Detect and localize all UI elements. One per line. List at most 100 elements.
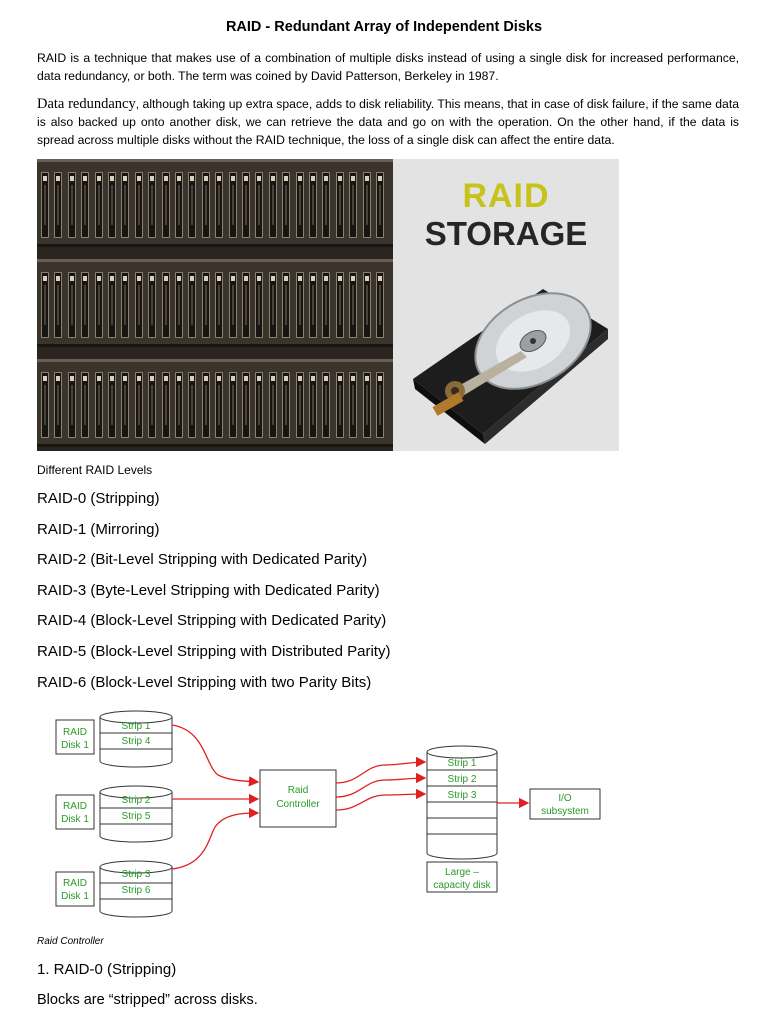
disk-cylinder-2: Strip 2 Strip 5	[99, 785, 173, 843]
raid-controller-diagram: RAID Disk 1 Strip 1 Strip 4 RAID Disk 1 …	[55, 710, 601, 918]
drive-bay	[94, 272, 103, 338]
drive-bay	[94, 372, 103, 438]
drive-bay	[67, 272, 76, 338]
drive-bay	[322, 272, 331, 338]
raid-level-item: RAID-2 (Bit-Level Stripping with Dedicat…	[37, 551, 368, 569]
drive-bay	[349, 272, 358, 338]
drive-bay	[362, 372, 371, 438]
output-arrows	[335, 756, 427, 811]
drive-bay	[161, 272, 170, 338]
drive-bay	[81, 172, 90, 238]
raid-storage-banner-image: RAID STORAGE	[37, 159, 619, 451]
drive-bay	[81, 272, 90, 338]
drive-bay	[41, 372, 49, 438]
drive-bay	[349, 172, 358, 238]
drive-bay	[376, 172, 384, 238]
strip-label: Strip 4	[122, 736, 151, 747]
disk-label: Disk 1	[61, 740, 89, 751]
drive-bay	[282, 272, 291, 338]
raid-controller-box: Raid Controller	[259, 769, 337, 828]
drive-bay	[134, 372, 143, 438]
io-subsystem-box: I/O subsystem	[529, 788, 601, 820]
drive-bay	[322, 172, 331, 238]
disk-label: RAID	[63, 801, 87, 812]
drive-bay	[335, 272, 344, 338]
large-disk-label: capacity disk	[433, 880, 491, 891]
intro-paragraph: RAID is a technique that makes use of a …	[37, 51, 739, 83]
drive-bay	[121, 372, 130, 438]
rack-shelf	[37, 159, 393, 247]
drive-bay	[362, 272, 371, 338]
raid-levels-list: RAID-0 (Stripping) RAID-1 (Mirroring) RA…	[37, 487, 390, 701]
drive-bay	[268, 272, 277, 338]
drive-bay	[175, 172, 183, 238]
drive-bay	[335, 172, 344, 238]
drive-bay	[215, 372, 224, 438]
page-title: RAID - Redundant Array of Independent Di…	[225, 19, 543, 35]
disk-cylinder-3: Strip 3 Strip 6	[99, 860, 173, 918]
drive-bay	[67, 172, 76, 238]
io-label: subsystem	[541, 806, 589, 817]
drive-bay	[108, 272, 116, 338]
raid-level-item: RAID-6 (Block-Level Stripping with two P…	[37, 673, 372, 691]
drive-bay	[201, 172, 210, 238]
drive-bay	[54, 172, 63, 238]
drive-bay	[335, 372, 344, 438]
redundancy-paragraph: Data redundancy, although taking up extr…	[37, 95, 739, 149]
section-text: Blocks are “stripped” across disks.	[37, 992, 258, 1008]
drive-bay	[228, 372, 237, 438]
banner-storage-word: STORAGE	[424, 215, 588, 252]
strip-label: Strip 3	[122, 869, 151, 880]
drive-bay	[148, 272, 157, 338]
banner-raid-word: RAID	[462, 177, 550, 215]
drive-bay	[255, 372, 264, 438]
drive-bay	[376, 372, 384, 438]
drive-bay	[268, 372, 277, 438]
raid-disk-2: RAID Disk 1	[55, 794, 95, 830]
strip-label: Strip 6	[122, 885, 151, 896]
redundancy-text: , although taking up extra space, adds t…	[37, 97, 739, 147]
drive-bay	[309, 372, 317, 438]
drive-bay	[94, 172, 103, 238]
drive-bay	[242, 272, 250, 338]
large-capacity-disk: Strip 1 Strip 2 Strip 3	[426, 745, 498, 860]
drive-bay	[54, 372, 63, 438]
drive-bay	[41, 172, 49, 238]
raid-storage-promo: RAID STORAGE	[393, 159, 619, 451]
drive-bay	[161, 372, 170, 438]
disk-cylinder-1: Strip 1 Strip 4	[99, 710, 173, 768]
disk-label: Disk 1	[61, 814, 89, 825]
drive-bay	[188, 372, 197, 438]
drive-bay	[201, 272, 210, 338]
drive-bay	[322, 372, 331, 438]
drive-bay	[121, 172, 130, 238]
drive-bay	[121, 272, 130, 338]
drive-bay	[295, 372, 304, 438]
hard-drive-icon	[413, 289, 608, 444]
disk-label: RAID	[63, 727, 87, 738]
drive-bay	[67, 372, 76, 438]
redundancy-lead: Data redundancy	[37, 96, 136, 112]
drive-bay	[295, 172, 304, 238]
drive-bay	[215, 272, 224, 338]
drive-bay	[242, 172, 250, 238]
drive-bay	[255, 272, 264, 338]
server-rack-picture	[37, 159, 393, 451]
strip-label: Strip 1	[448, 758, 477, 769]
drive-bay	[362, 172, 371, 238]
drive-bay	[108, 372, 116, 438]
input-arrows	[171, 724, 260, 870]
drive-bay	[376, 272, 384, 338]
drive-bay	[255, 172, 264, 238]
drive-bay	[188, 272, 197, 338]
strip-label: Strip 2	[448, 774, 477, 785]
drive-bay	[148, 372, 157, 438]
drive-bay	[349, 372, 358, 438]
controller-label: Raid	[288, 785, 309, 796]
drive-bay	[282, 372, 291, 438]
controller-label: Controller	[276, 799, 320, 810]
drive-bay	[201, 372, 210, 438]
rack-shelf	[37, 259, 393, 347]
drive-bay	[161, 172, 170, 238]
drive-bay	[309, 272, 317, 338]
